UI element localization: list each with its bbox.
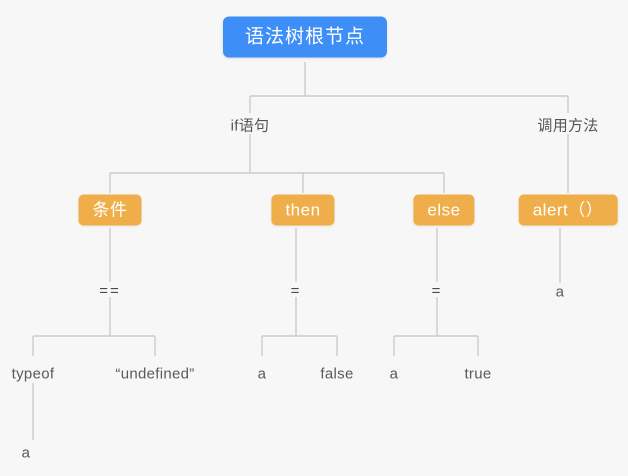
node-then-variable[interactable]: a <box>257 365 267 383</box>
node-equality-operator[interactable]: == <box>99 282 121 300</box>
node-call-method[interactable]: 调用方法 <box>537 117 599 135</box>
node-alert-argument[interactable]: a <box>555 283 565 301</box>
node-condition[interactable]: 条件 <box>78 194 142 226</box>
node-typeof-operand[interactable]: a <box>21 444 31 462</box>
node-typeof[interactable]: typeof <box>11 365 55 383</box>
node-else-value[interactable]: true <box>464 365 492 383</box>
node-assignment-operator-else[interactable]: = <box>431 282 443 300</box>
node-root[interactable]: 语法树根节点 <box>222 16 388 58</box>
node-else-variable[interactable]: a <box>389 365 399 383</box>
node-then-value[interactable]: false <box>320 365 354 383</box>
node-assignment-operator-then[interactable]: = <box>290 282 302 300</box>
node-alert-call[interactable]: alert（） <box>518 194 618 226</box>
node-if-statement[interactable]: if语句 <box>230 117 270 135</box>
node-else[interactable]: else <box>413 194 475 226</box>
node-undefined-literal[interactable]: “undefined” <box>115 365 195 383</box>
node-then[interactable]: then <box>271 194 335 226</box>
